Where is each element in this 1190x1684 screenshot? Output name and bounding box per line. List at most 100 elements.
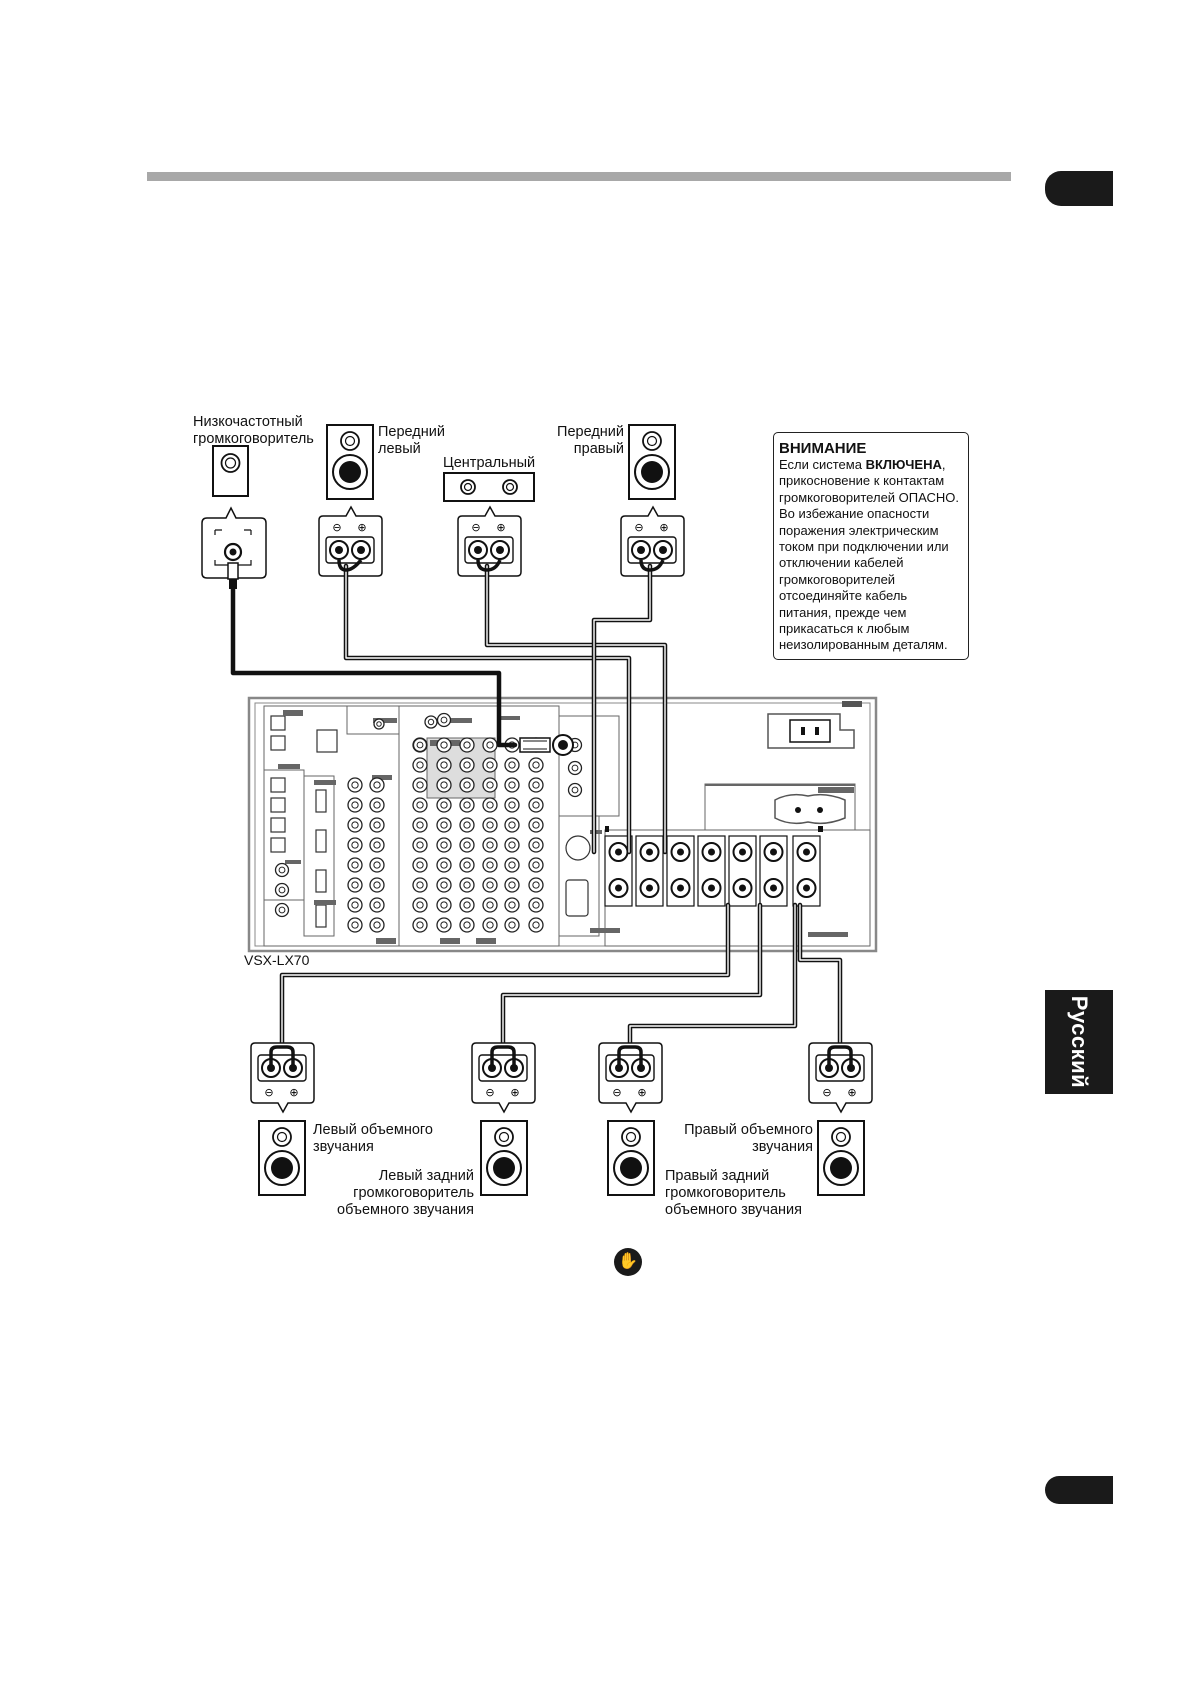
language-tab: Русский bbox=[1045, 990, 1113, 1094]
caution-hand-icon: ✋ bbox=[614, 1248, 642, 1276]
front-right-callout bbox=[620, 506, 685, 577]
warning-line: током при подключении или bbox=[779, 539, 949, 555]
label-front-left: Передний левый bbox=[378, 424, 445, 458]
rca-jack bbox=[504, 877, 520, 893]
rca-jack bbox=[567, 782, 583, 798]
rca-jack bbox=[482, 857, 498, 873]
warning-line-1: Если система ВКЛЮЧЕНА, bbox=[779, 457, 968, 473]
rca-jack bbox=[528, 857, 544, 873]
surround-back-left-speaker bbox=[480, 1120, 528, 1196]
center-callout bbox=[457, 506, 522, 577]
warning-line: питания, прежде чем bbox=[779, 604, 907, 620]
rca-jack bbox=[567, 760, 583, 776]
rca-jack bbox=[482, 877, 498, 893]
rca-jack bbox=[347, 917, 363, 933]
label-surround-back-left-line2: громкоговоритель bbox=[353, 1185, 474, 1201]
rca-jack bbox=[436, 777, 452, 793]
rca-jack bbox=[504, 917, 520, 933]
front-left-callout bbox=[318, 506, 383, 577]
rca-jack bbox=[412, 757, 428, 773]
label-front-right-line1: Передний bbox=[557, 424, 624, 440]
label-surround-right: Правый объемного звучания bbox=[660, 1122, 813, 1156]
surround-back-right-callout bbox=[598, 1042, 663, 1113]
label-center-line1: Центральный bbox=[443, 455, 536, 471]
receiver-speaker-terminal bbox=[759, 835, 788, 907]
receiver-speaker-terminal bbox=[635, 835, 664, 907]
rca-jack bbox=[528, 917, 544, 933]
rca-jack bbox=[369, 897, 385, 913]
rca-jack bbox=[347, 837, 363, 853]
top-terminal-wires bbox=[337, 558, 665, 572]
warning-line-1-prefix: Если система bbox=[779, 457, 866, 472]
label-front-right: Передний правый bbox=[540, 424, 624, 458]
center-speaker bbox=[443, 472, 535, 502]
receiver-speaker-terminal bbox=[728, 835, 757, 907]
rca-jack bbox=[459, 797, 475, 813]
rca-jack bbox=[459, 737, 475, 753]
subwoofer-callout bbox=[201, 506, 267, 589]
rca-jack bbox=[412, 737, 428, 753]
rca-jack bbox=[482, 777, 498, 793]
label-surround-left-line1: Левый объемного bbox=[313, 1122, 433, 1138]
rca-jack bbox=[436, 737, 452, 753]
warning-line-1-bold: ВКЛЮЧЕНА bbox=[865, 457, 942, 472]
rca-jack bbox=[482, 797, 498, 813]
rca-jack bbox=[504, 817, 520, 833]
warning-line: поражения электрическим bbox=[779, 522, 939, 538]
rca-jack bbox=[369, 837, 385, 853]
rca-jack bbox=[347, 897, 363, 913]
rca-jack bbox=[373, 718, 385, 730]
rca-jack bbox=[504, 897, 520, 913]
rca-jack bbox=[369, 877, 385, 893]
surround-left-speaker bbox=[258, 1120, 306, 1196]
rca-jack bbox=[482, 757, 498, 773]
label-front-left-line1: Передний bbox=[378, 424, 445, 440]
rca-jack bbox=[504, 797, 520, 813]
rca-jack bbox=[369, 797, 385, 813]
label-surround-back-left-line1: Левый задний bbox=[378, 1168, 474, 1184]
front-left-speaker bbox=[326, 424, 374, 500]
rca-jack bbox=[436, 757, 452, 773]
surround-back-left-callout bbox=[471, 1042, 536, 1113]
rca-jack bbox=[482, 837, 498, 853]
label-surround-right-line1: Правый объемного bbox=[684, 1122, 813, 1138]
rca-jack bbox=[347, 817, 363, 833]
rca-jack bbox=[459, 837, 475, 853]
warning-line: отключении кабелей bbox=[779, 555, 904, 571]
rca-jack bbox=[528, 817, 544, 833]
rca-jack bbox=[504, 837, 520, 853]
rca-jack bbox=[482, 817, 498, 833]
rca-jack bbox=[504, 777, 520, 793]
rca-jack bbox=[504, 757, 520, 773]
rca-jack bbox=[274, 902, 290, 918]
rca-jack bbox=[528, 837, 544, 853]
surround-left-callout bbox=[250, 1042, 315, 1113]
receiver-speaker-terminal bbox=[697, 835, 726, 907]
warning-box: ВНИМАНИЕ Если система ВКЛЮЧЕНА, прикосно… bbox=[773, 432, 969, 660]
warning-line-1-suffix: , bbox=[941, 457, 946, 472]
rca-jack bbox=[347, 877, 363, 893]
surround-back-right-speaker bbox=[607, 1120, 655, 1196]
label-surround-right-line2: звучания bbox=[752, 1139, 813, 1155]
warning-line: громкоговорителей bbox=[779, 571, 896, 587]
warning-line: Во избежание опасности bbox=[779, 506, 930, 522]
label-subwoofer-line2: громкоговоритель bbox=[193, 431, 314, 447]
rca-jack bbox=[412, 817, 428, 833]
rca-jack bbox=[436, 797, 452, 813]
rca-jack bbox=[436, 817, 452, 833]
rca-jack bbox=[504, 857, 520, 873]
rca-jack bbox=[528, 897, 544, 913]
rca-jack bbox=[412, 837, 428, 853]
surround-right-callout bbox=[808, 1042, 873, 1113]
label-front-left-line2: левый bbox=[378, 441, 421, 457]
rca-jack bbox=[482, 917, 498, 933]
label-surround-back-left: Левый задний громкоговоритель объемного … bbox=[310, 1168, 474, 1219]
rca-jack bbox=[412, 917, 428, 933]
speaker-cables bbox=[230, 563, 843, 1058]
rca-jack bbox=[459, 917, 475, 933]
rca-jack bbox=[459, 857, 475, 873]
rca-jack bbox=[528, 877, 544, 893]
label-surround-back-right-line3: объемного звучания bbox=[665, 1202, 802, 1218]
rca-jack bbox=[369, 857, 385, 873]
label-surround-back-left-line3: объемного звучания bbox=[337, 1202, 474, 1218]
